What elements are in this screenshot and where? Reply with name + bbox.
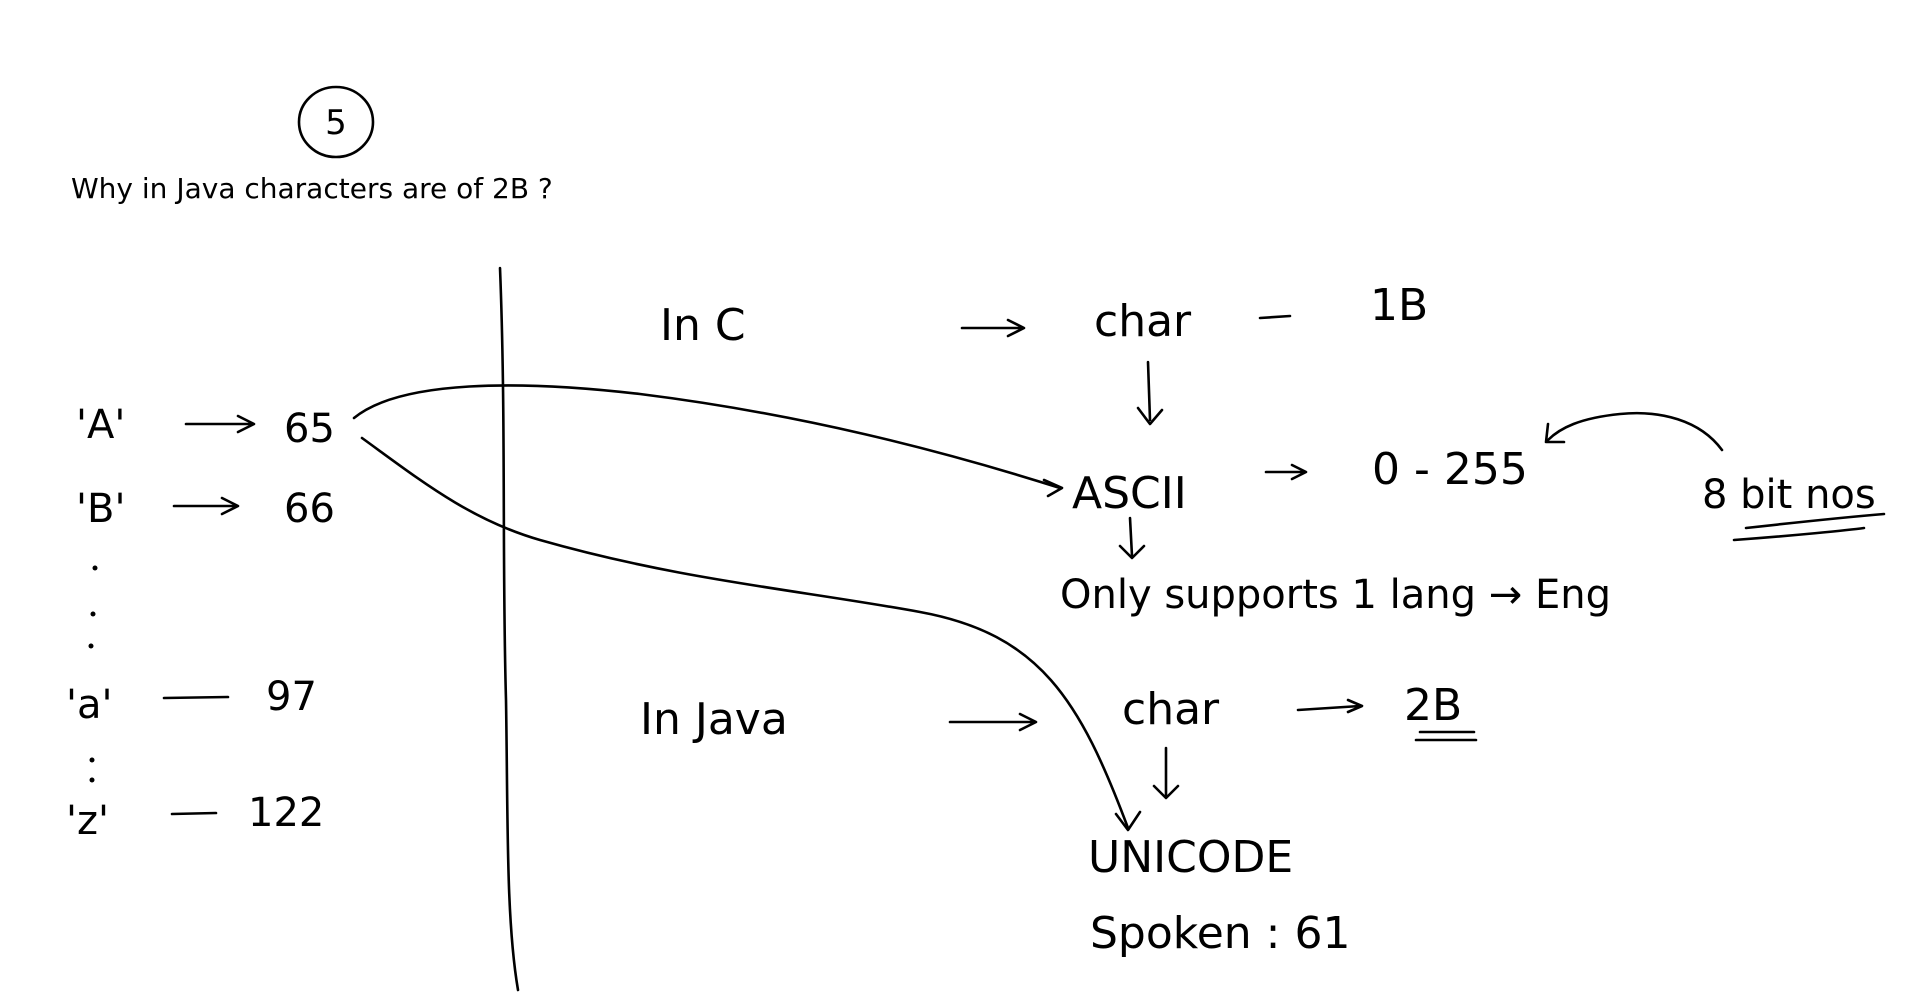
arrow-char-to-2b — [1296, 698, 1364, 714]
question-text: Why in Java characters are of 2B ? — [71, 172, 553, 205]
java-spoken: Spoken : 61 — [1090, 908, 1350, 959]
java-encoding: UNICODE — [1088, 832, 1293, 883]
curve-65-to-unicode — [360, 436, 1130, 830]
code-z: 122 — [248, 790, 324, 836]
java-label: In Java — [640, 694, 788, 745]
char-a: 'a' — [66, 682, 113, 728]
ellipsis-dots-lower — [89, 757, 95, 783]
char-A: 'A' — [76, 402, 125, 448]
curve-bits-arrowhead — [1544, 422, 1566, 444]
c-range: 0 - 255 — [1372, 444, 1528, 495]
ellipsis-dots-upper — [88, 565, 98, 649]
java-size: 2B — [1404, 680, 1462, 731]
vertical-divider — [498, 266, 520, 992]
arrow-ascii-to-limitation — [1118, 516, 1146, 560]
bits-underline-1 — [1744, 512, 1886, 530]
c-char: char — [1094, 296, 1192, 347]
curve-ascii-arrowhead — [1042, 478, 1064, 498]
c-label: In C — [660, 300, 746, 351]
question-number: 5 — [325, 103, 347, 143]
size-underline — [1414, 730, 1478, 742]
c-size: 1B — [1370, 280, 1428, 331]
arrow-java-to-char — [948, 712, 1038, 732]
c-encoding: ASCII — [1072, 468, 1187, 519]
arrow-ascii-to-range — [1264, 463, 1308, 481]
c-bits-note: 8 bit nos — [1702, 472, 1876, 518]
curve-unicode-arrowhead — [1114, 810, 1142, 832]
char-B: 'B' — [76, 486, 125, 532]
arrow-char-to-ascii — [1136, 360, 1164, 426]
code-B: 66 — [284, 486, 335, 532]
bits-underline-2 — [1732, 526, 1866, 542]
arrow-c-to-char — [960, 318, 1026, 338]
code-a: 97 — [266, 674, 317, 720]
arrow-B — [172, 496, 240, 516]
c-limitation: Only supports 1 lang → Eng — [1060, 572, 1611, 618]
curve-65-to-ascii — [352, 384, 1062, 490]
dash-a — [162, 695, 230, 700]
arrow-char-to-unicode — [1152, 746, 1180, 800]
dash-char-size — [1258, 314, 1292, 320]
dash-z — [170, 811, 218, 816]
question-number-circle — [297, 85, 375, 159]
code-A: 65 — [284, 406, 335, 452]
char-z: 'z' — [66, 798, 109, 844]
java-char: char — [1122, 684, 1220, 735]
curve-bits-to-range — [1546, 411, 1724, 452]
arrow-A — [184, 414, 256, 434]
